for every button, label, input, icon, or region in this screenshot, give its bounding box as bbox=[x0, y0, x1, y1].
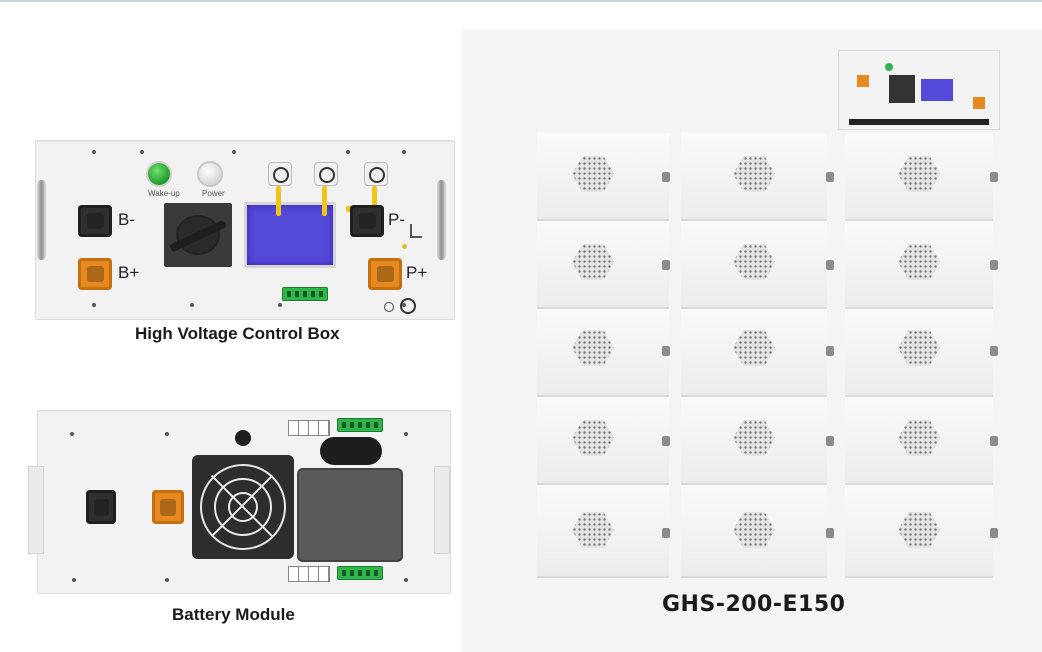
p-plus-connector bbox=[368, 258, 402, 290]
antenna-icon bbox=[410, 224, 422, 238]
stack-lcd bbox=[921, 79, 953, 101]
latch bbox=[826, 260, 834, 270]
latch bbox=[826, 172, 834, 182]
latch bbox=[826, 436, 834, 446]
vent-icon bbox=[733, 156, 775, 192]
port-3[interactable] bbox=[364, 162, 388, 186]
vent-icon bbox=[733, 420, 775, 456]
positive-connector bbox=[152, 490, 184, 524]
vent-icon bbox=[898, 244, 940, 280]
latch bbox=[990, 172, 998, 182]
p-minus-label: P- bbox=[388, 210, 405, 229]
green-terminal-block-top bbox=[337, 418, 383, 432]
port-2[interactable] bbox=[314, 162, 338, 186]
latch bbox=[662, 346, 670, 356]
latch bbox=[990, 346, 998, 356]
latch bbox=[662, 260, 670, 270]
yellow-cable bbox=[322, 186, 327, 216]
latch bbox=[990, 436, 998, 446]
vent-icon bbox=[572, 244, 614, 280]
wake-up-button[interactable] bbox=[148, 163, 170, 185]
screw bbox=[190, 303, 194, 307]
right-handle bbox=[437, 180, 446, 260]
latch bbox=[662, 172, 670, 182]
main-rotary-switch[interactable] bbox=[164, 203, 232, 267]
cable-gland bbox=[320, 437, 382, 465]
screw bbox=[140, 150, 144, 154]
vent-icon bbox=[572, 512, 614, 548]
label-grid-top bbox=[288, 420, 330, 436]
battery-module-caption: Battery Module bbox=[172, 605, 295, 624]
yellow-cable bbox=[276, 186, 281, 216]
b-plus-label: B+ bbox=[118, 263, 140, 282]
model-name: GHS-200-E150 bbox=[662, 592, 846, 617]
screw bbox=[404, 578, 408, 582]
stack-led bbox=[885, 63, 893, 71]
vent-icon bbox=[733, 244, 775, 280]
fan-grill-mid bbox=[214, 478, 272, 536]
ground-symbol-icon bbox=[384, 302, 394, 312]
indicator-led bbox=[402, 244, 407, 249]
vent-icon bbox=[898, 156, 940, 192]
screw bbox=[402, 150, 406, 154]
stack-control-box bbox=[838, 50, 1000, 130]
stack-switch bbox=[889, 75, 915, 103]
b-minus-connector bbox=[78, 205, 112, 237]
vent-icon bbox=[572, 420, 614, 456]
cooling-fan bbox=[192, 455, 294, 559]
vent-icon bbox=[572, 156, 614, 192]
power-button[interactable] bbox=[199, 163, 221, 185]
vent-icon bbox=[733, 330, 775, 366]
fan-grill-inner bbox=[228, 492, 258, 522]
stack-cable bbox=[849, 119, 989, 125]
screw bbox=[70, 432, 74, 436]
right-mounting-ear bbox=[434, 466, 450, 554]
bms-cover bbox=[297, 468, 403, 562]
stack-orange-connector bbox=[857, 75, 869, 87]
p-minus-connector bbox=[350, 205, 384, 237]
latch bbox=[990, 528, 998, 538]
screw bbox=[72, 578, 76, 582]
power-label: Power bbox=[202, 189, 225, 198]
top-border-line bbox=[0, 0, 1042, 2]
vent-icon bbox=[733, 512, 775, 548]
vent-icon bbox=[898, 420, 940, 456]
left-handle bbox=[37, 180, 46, 260]
port-1[interactable] bbox=[268, 162, 292, 186]
vent-icon bbox=[898, 330, 940, 366]
p-plus-label: P+ bbox=[406, 263, 428, 282]
reset-knob-icon bbox=[400, 298, 416, 314]
screw bbox=[232, 150, 236, 154]
control-box-caption: High Voltage Control Box bbox=[135, 324, 340, 343]
green-terminal-block bbox=[282, 287, 328, 301]
screw bbox=[92, 303, 96, 307]
latch bbox=[826, 346, 834, 356]
wake-up-label: Wake-up bbox=[148, 189, 180, 198]
negative-connector bbox=[86, 490, 116, 524]
yellow-cable bbox=[372, 186, 377, 212]
latch bbox=[662, 436, 670, 446]
fan-grill-outer bbox=[200, 464, 286, 550]
label-grid-bottom bbox=[288, 566, 330, 582]
screw bbox=[404, 432, 408, 436]
b-minus-label: B- bbox=[118, 210, 135, 229]
latch bbox=[990, 260, 998, 270]
green-terminal-block-bottom bbox=[337, 566, 383, 580]
lcd-display bbox=[244, 202, 336, 268]
latch bbox=[662, 528, 670, 538]
screw bbox=[92, 150, 96, 154]
cabinet-module bbox=[681, 309, 827, 397]
left-mounting-ear bbox=[28, 466, 44, 554]
vent-icon bbox=[898, 512, 940, 548]
vent-icon bbox=[572, 330, 614, 366]
latch bbox=[826, 528, 834, 538]
top-round-port bbox=[235, 430, 251, 446]
screw bbox=[346, 150, 350, 154]
screw bbox=[165, 578, 169, 582]
screw bbox=[278, 303, 282, 307]
b-plus-connector bbox=[78, 258, 112, 290]
screw bbox=[165, 432, 169, 436]
stack-orange-connector bbox=[973, 97, 985, 109]
